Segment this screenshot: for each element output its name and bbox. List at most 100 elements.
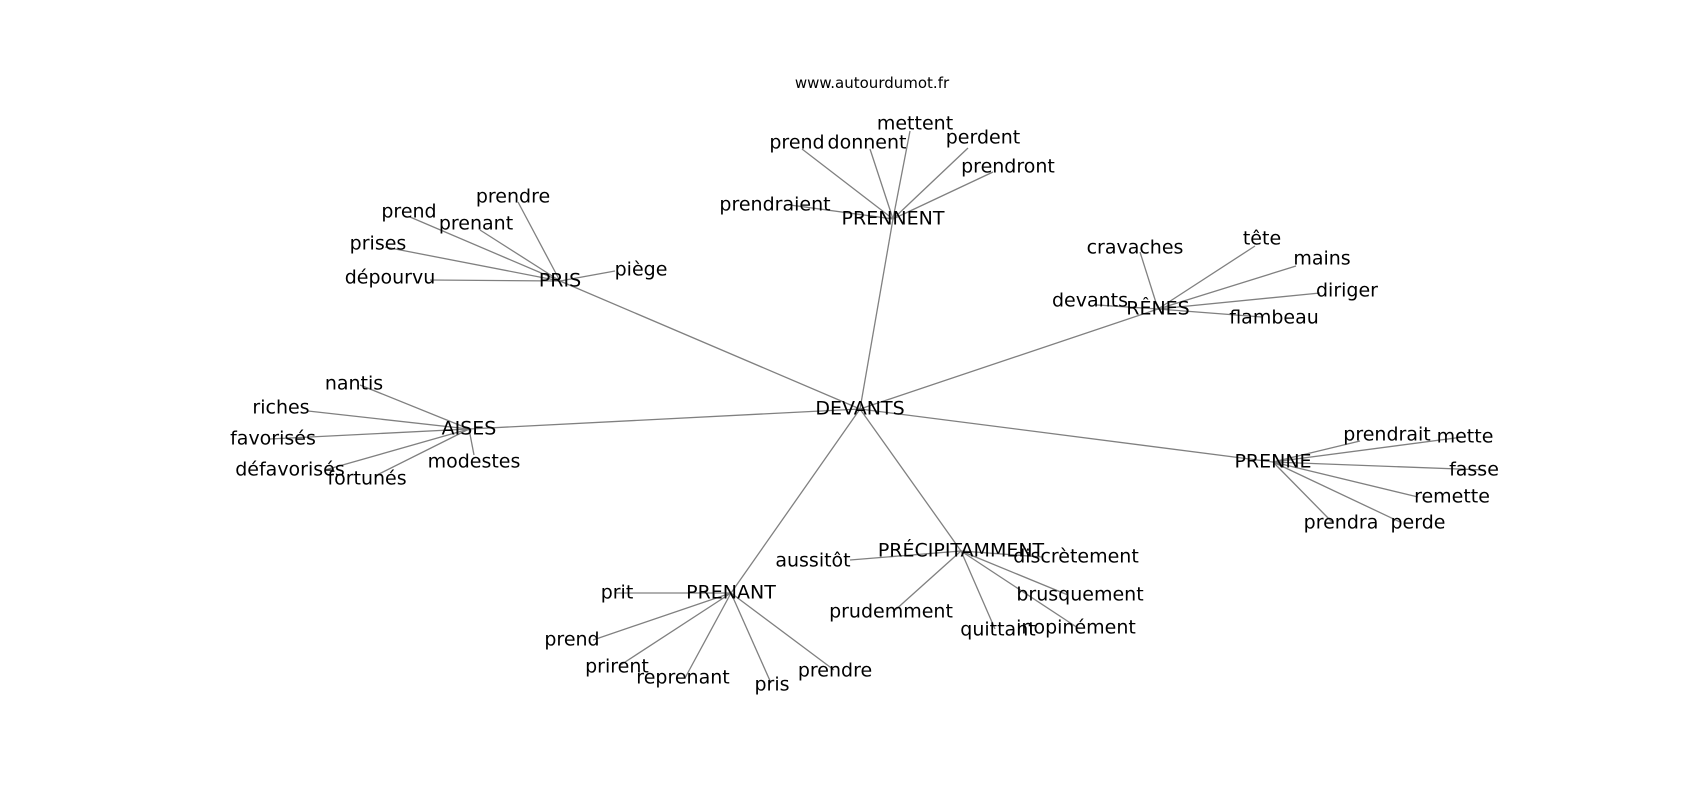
edge-prenant-to-reprenant	[684, 592, 732, 679]
edge-precipitamment-to-aussitot	[849, 550, 962, 561]
edge-precipitamment-to-brusquement	[960, 550, 1069, 596]
leaf-word-perde[interactable]: perde	[1391, 512, 1446, 534]
leaf-word-defavorises[interactable]: défavorisés	[235, 459, 345, 481]
leaf-word-favorises[interactable]: favorisés	[230, 428, 316, 450]
edge-aises-to-defavorises	[324, 428, 470, 471]
leaf-word-quittant[interactable]: quittant	[960, 619, 1035, 641]
leaf-word-devants[interactable]: devants	[1052, 290, 1128, 312]
edge-prennent-to-prendront	[892, 171, 994, 220]
edge-pris-to-prenant	[479, 229, 561, 282]
edge-pris-to-prises	[384, 246, 561, 282]
edge-prennent-to-prend	[801, 148, 894, 220]
edge-center-to-pris	[559, 280, 861, 410]
edge-renes-to-flambeau	[1157, 308, 1263, 318]
leaf-word-prit[interactable]: prit	[601, 582, 634, 604]
leaf-word-flambeau[interactable]: flambeau	[1229, 307, 1319, 329]
edge-prenant-to-pris	[730, 592, 772, 684]
edge-center-to-prennent	[859, 218, 894, 410]
hub-word-prenant[interactable]: PRENANT	[686, 582, 776, 604]
leaf-word-prend[interactable]: prend	[544, 629, 599, 651]
leaf-word-prenant[interactable]: prenant	[439, 213, 513, 235]
edge-prenne-to-prendra	[1272, 461, 1333, 523]
leaf-word-piege[interactable]: piège	[615, 259, 668, 281]
edge-renes-to-mains	[1157, 265, 1297, 310]
site-url: www.autourdumot.fr	[795, 74, 950, 92]
leaf-word-aussitot[interactable]: aussitôt	[775, 550, 850, 572]
leaf-word-diriger[interactable]: diriger	[1316, 280, 1378, 302]
edge-precipitamment-to-prudemment	[892, 550, 962, 613]
edge-renes-to-tete	[1157, 245, 1256, 310]
leaf-word-prend[interactable]: prend	[381, 201, 436, 223]
leaf-word-prirent[interactable]: prirent	[585, 656, 649, 678]
leaf-word-perdent[interactable]: perdent	[946, 127, 1020, 149]
leaf-word-prend[interactable]: prend	[769, 132, 824, 154]
hub-word-precipitamment[interactable]: PRÉCIPITAMMENT	[878, 539, 1045, 562]
edge-aises-to-favorises	[269, 428, 470, 440]
edge-prenne-to-mette	[1272, 436, 1464, 463]
edge-renes-to-cravaches	[1139, 251, 1159, 310]
edge-prenne-to-remette	[1272, 461, 1419, 498]
leaf-word-mette[interactable]: mette	[1437, 426, 1494, 448]
leaf-word-prendraient[interactable]: prendraient	[719, 194, 830, 216]
leaf-word-prises[interactable]: prises	[350, 233, 407, 255]
hub-word-renes[interactable]: RÊNES	[1126, 297, 1190, 320]
leaf-word-brusquement[interactable]: brusquement	[1016, 584, 1143, 606]
edge-prennent-to-donnent	[869, 148, 894, 220]
leaf-word-donnent[interactable]: donnent	[828, 132, 907, 154]
edge-aises-to-fortunes	[374, 428, 470, 477]
hub-word-pris[interactable]: PRIS	[539, 270, 581, 292]
leaf-word-depourvu[interactable]: dépourvu	[345, 267, 436, 289]
edge-pris-to-prendre	[517, 201, 561, 282]
edge-prenant-to-prirent	[618, 592, 732, 667]
edge-renes-to-diriger	[1157, 292, 1321, 310]
hub-word-prennent[interactable]: PRENNENT	[842, 208, 945, 230]
leaf-word-fasse[interactable]: fasse	[1449, 459, 1499, 481]
leaf-word-prudemment[interactable]: prudemment	[829, 601, 953, 623]
leaf-word-prendra[interactable]: prendra	[1304, 512, 1379, 534]
edge-prenant-to-prendre	[730, 592, 835, 671]
hub-word-prenne[interactable]: PRENNE	[1234, 451, 1311, 473]
edge-prennent-to-perdent	[892, 147, 969, 220]
edge-prenant-to-prend	[592, 592, 732, 641]
leaf-word-inopinement[interactable]: inopinément	[1016, 617, 1136, 639]
edge-precipitamment-to-inopinement	[960, 550, 1079, 629]
edge-prenne-to-fasse	[1272, 461, 1486, 471]
edge-prenne-to-prendrait	[1272, 440, 1361, 463]
edge-center-to-prenne	[859, 408, 1274, 463]
edge-prenne-to-perde	[1272, 461, 1401, 523]
leaf-word-discretement[interactable]: discrètement	[1013, 546, 1139, 568]
hub-word-aises[interactable]: AISES	[442, 418, 497, 440]
leaf-word-prendront[interactable]: prendront	[961, 156, 1055, 178]
leaf-word-prendrait[interactable]: prendrait	[1343, 424, 1430, 446]
leaf-word-cravaches[interactable]: cravaches	[1087, 237, 1184, 259]
leaf-word-mains[interactable]: mains	[1293, 248, 1350, 270]
leaf-word-mettent[interactable]: mettent	[877, 113, 953, 135]
edge-aises-to-nantis	[359, 384, 470, 430]
edge-aises-to-modestes	[468, 428, 475, 456]
leaf-word-prendre[interactable]: prendre	[798, 660, 872, 682]
leaf-word-nantis[interactable]: nantis	[325, 373, 383, 395]
edge-prennent-to-prendraient	[789, 204, 894, 220]
leaf-word-pris[interactable]: pris	[754, 674, 789, 696]
edge-precipitamment-to-discretement	[960, 550, 1043, 558]
edge-aises-to-riches	[307, 410, 470, 430]
edges-layer	[269, 130, 1486, 684]
edge-prennent-to-mettent	[892, 130, 911, 220]
edge-center-to-aises	[468, 408, 861, 430]
edge-pris-to-piege	[559, 270, 616, 282]
leaf-word-riches[interactable]: riches	[252, 397, 309, 419]
leaf-word-tete[interactable]: tête	[1243, 228, 1281, 250]
center-word[interactable]: DEVANTS	[815, 398, 904, 420]
edge-pris-to-depourvu	[429, 279, 561, 282]
leaf-word-reprenant[interactable]: reprenant	[636, 667, 729, 689]
leaf-word-remette[interactable]: remette	[1414, 486, 1490, 508]
edge-pris-to-prend	[409, 216, 561, 282]
edge-center-to-prenant	[730, 408, 861, 594]
leaf-word-modestes[interactable]: modestes	[428, 451, 521, 473]
leaf-word-fortunes[interactable]: fortunés	[327, 468, 406, 490]
edge-precipitamment-to-quittant	[960, 550, 996, 630]
leaf-word-prendre[interactable]: prendre	[476, 186, 550, 208]
edge-center-to-renes	[859, 308, 1159, 410]
